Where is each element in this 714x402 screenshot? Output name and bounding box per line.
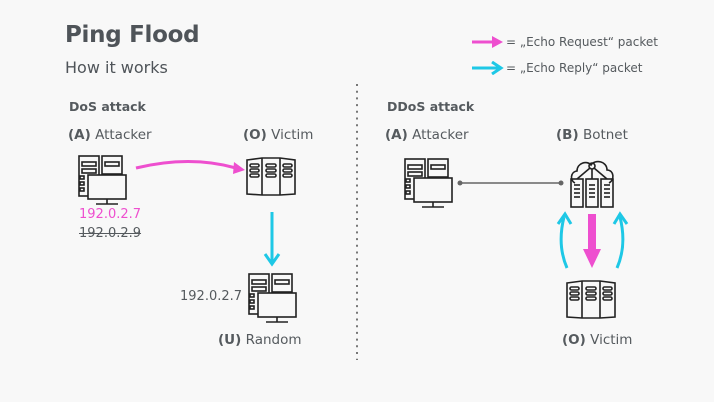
ddos-section-title: DDoS attack — [387, 99, 475, 114]
page-subtitle: How it works — [65, 58, 168, 77]
attacker-real-ip: 192.0.2.7 — [79, 207, 142, 222]
line-endpoint — [558, 180, 564, 186]
node-key: (A) — [385, 127, 408, 143]
dos-section-title: DoS attack — [69, 99, 146, 114]
ddos-botnet-label: (B) Botnet — [556, 127, 628, 143]
legend-reply-text: = „Echo Reply“ packet — [506, 61, 643, 75]
node-name: Victim — [590, 332, 633, 348]
ddos-attacker-label: (A) Attacker — [385, 127, 469, 143]
cyan-arrow-icon — [472, 61, 504, 75]
cloud-servers-icon — [570, 160, 614, 208]
ddos-victim-label: (O) Victim — [562, 332, 632, 348]
random-ip: 192.0.2.7 — [180, 289, 243, 304]
flood-request-arrowhead — [583, 249, 601, 268]
server-rack-icon — [246, 157, 296, 196]
node-key: (O) — [562, 332, 586, 348]
reply-arrow-left — [559, 216, 569, 269]
computer-icon — [78, 155, 127, 205]
node-key: (U) — [218, 332, 242, 348]
reply-arrowhead-left — [556, 211, 573, 225]
page-title: Ping Flood — [65, 22, 200, 48]
node-key: (A) — [68, 127, 91, 143]
node-name: Random — [245, 332, 302, 348]
pink-arrow-icon — [472, 36, 503, 48]
echo-request-arrow — [135, 160, 237, 170]
echo-reply-arrowhead — [263, 253, 281, 267]
dos-victim-label: (O) Victim — [243, 127, 313, 143]
computer-icon — [248, 273, 297, 323]
reply-arrowhead-right — [612, 211, 629, 225]
attacker-spoofed-ip: 192.0.2.9 — [79, 226, 142, 241]
node-name: Attacker — [412, 127, 469, 143]
reply-arrow-right — [615, 216, 625, 269]
echo-request-arrowhead — [233, 162, 245, 174]
node-key: (O) — [243, 127, 267, 143]
legend-request-text: = „Echo Request“ packet — [506, 35, 658, 49]
node-name: Attacker — [95, 127, 152, 143]
computer-icon — [404, 158, 453, 208]
dos-random-label: (U) Random — [218, 332, 302, 348]
node-name: Botnet — [582, 127, 628, 143]
line-endpoint — [457, 180, 463, 186]
node-key: (B) — [556, 127, 579, 143]
node-name: Victim — [271, 127, 314, 143]
server-rack-icon — [566, 280, 616, 319]
dos-attacker-label: (A) Attacker — [68, 127, 152, 143]
